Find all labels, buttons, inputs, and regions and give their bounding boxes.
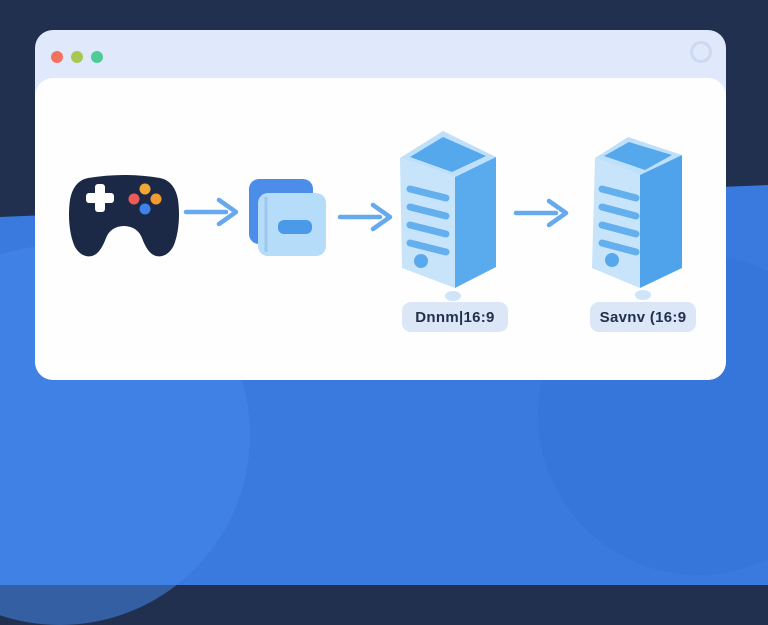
window-controls (51, 51, 103, 63)
minimize-button[interactable] (71, 51, 83, 63)
window-toolbar (35, 30, 726, 78)
close-button[interactable] (51, 51, 63, 63)
server-b-badge: Savnv (16:9 (590, 302, 696, 332)
zoom-button[interactable] (91, 51, 103, 63)
toolbar-circle-icon (690, 41, 712, 63)
window-content (35, 78, 726, 380)
server-a-badge: Dnnm|16:9 (402, 302, 508, 332)
